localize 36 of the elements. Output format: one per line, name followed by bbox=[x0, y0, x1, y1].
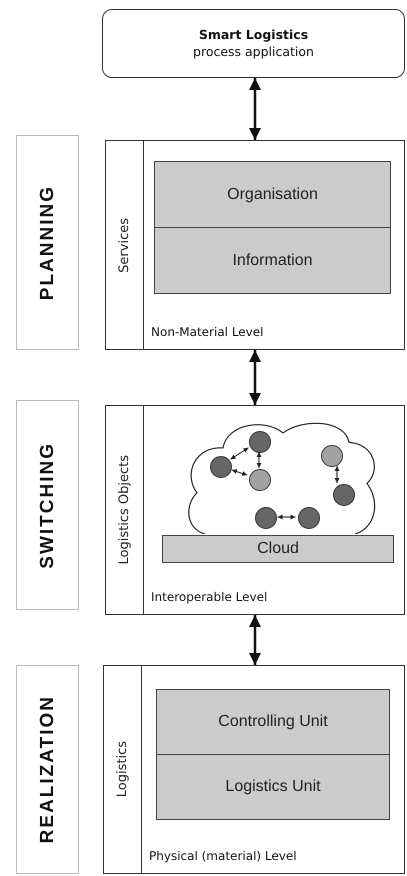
arrow bbox=[231, 469, 248, 476]
layer-label: Logistics Unit bbox=[225, 778, 321, 796]
layer-label: Controlling Unit bbox=[218, 713, 328, 731]
arrow bbox=[249, 615, 261, 665]
band-label: Logistics Objects bbox=[117, 455, 132, 565]
application-title: Smart Logistics bbox=[198, 26, 308, 44]
layer-box bbox=[154, 227, 391, 294]
level-label: Interoperable Level bbox=[151, 590, 268, 604]
phase-label: PLANNING bbox=[36, 184, 58, 300]
phase-box bbox=[16, 665, 79, 874]
level-panel bbox=[105, 405, 405, 615]
layer-label: Information bbox=[232, 252, 313, 270]
arrow bbox=[249, 350, 261, 405]
level-panel bbox=[105, 140, 405, 350]
layer-box bbox=[156, 754, 390, 820]
arrow bbox=[256, 452, 262, 468]
arrow bbox=[249, 78, 261, 140]
band-label: Services bbox=[117, 218, 132, 272]
application-box bbox=[102, 9, 405, 78]
arrow bbox=[334, 466, 340, 484]
band-label: Logistics bbox=[115, 741, 130, 798]
phase-label: REALIZATION bbox=[36, 695, 58, 844]
layer-label: Organisation bbox=[227, 186, 318, 204]
level-label: Non-Material Level bbox=[151, 325, 264, 339]
phase-label: SWITCHING bbox=[36, 442, 58, 568]
layer-box bbox=[162, 535, 394, 563]
arrow bbox=[230, 447, 249, 460]
layer-box bbox=[154, 161, 391, 228]
layer-box bbox=[156, 689, 390, 755]
phase-box bbox=[16, 400, 79, 610]
arrow bbox=[277, 514, 296, 520]
application-subtitle: process application bbox=[193, 44, 314, 60]
phase-box bbox=[16, 135, 79, 350]
level-panel bbox=[103, 665, 405, 874]
level-label: Physical (material) Level bbox=[149, 849, 297, 863]
layer-label: Cloud bbox=[257, 540, 299, 558]
